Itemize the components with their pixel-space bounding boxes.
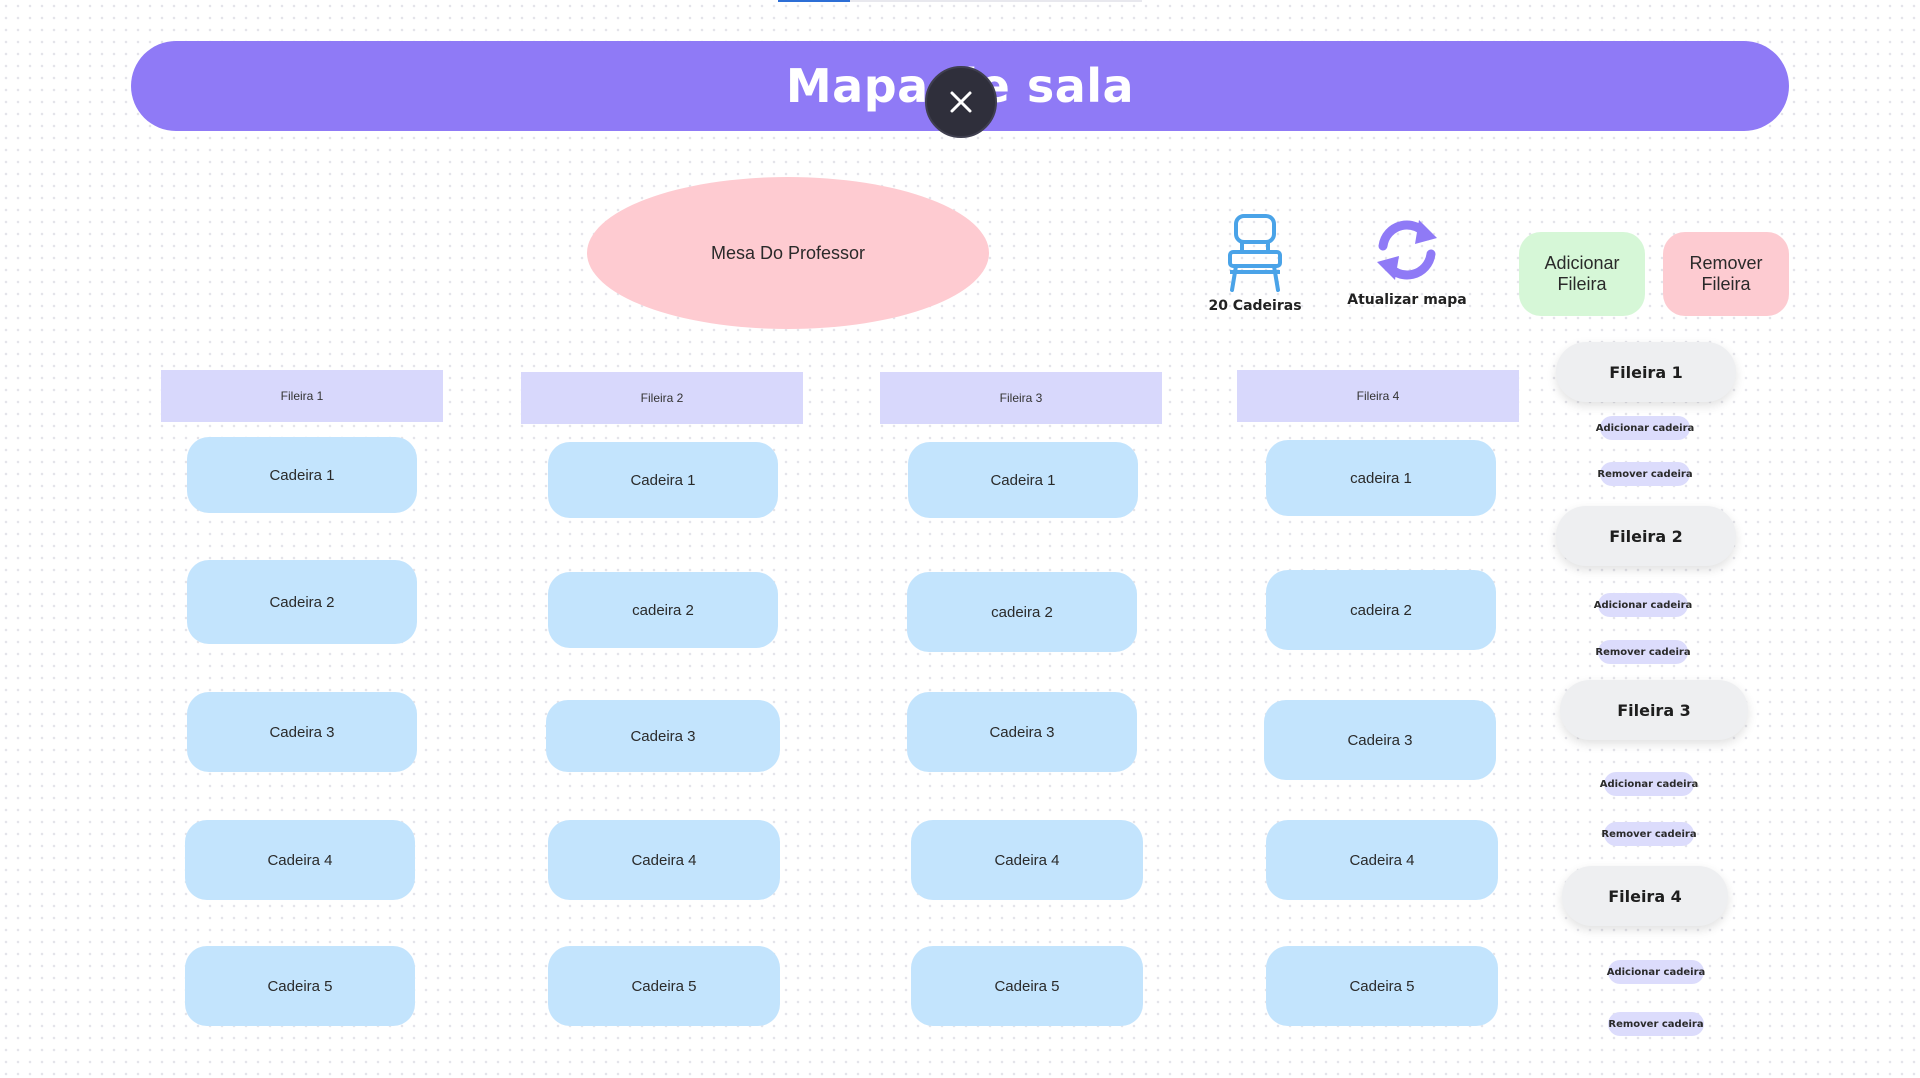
close-button[interactable] xyxy=(925,66,997,138)
chair-label: Cadeira 4 xyxy=(994,851,1060,869)
chair-r2-c3[interactable]: Cadeira 3 xyxy=(546,700,780,772)
chair-label: Cadeira 4 xyxy=(267,851,333,869)
refresh-icon xyxy=(1377,220,1437,280)
refresh-map-button[interactable]: Atualizar mapa xyxy=(1345,212,1469,308)
side-row-title: Fileira 1 xyxy=(1609,362,1683,382)
chair-r3-c2[interactable]: cadeira 2 xyxy=(907,572,1137,652)
teacher-desk-label: Mesa Do Professor xyxy=(710,242,866,263)
chair-label: cadeira 1 xyxy=(1350,469,1412,487)
add-row-button[interactable]: Adicionar Fileira xyxy=(1519,232,1645,316)
side-row-title: Fileira 2 xyxy=(1609,526,1683,546)
chair-label: Cadeira 3 xyxy=(269,723,335,741)
remove-chair-button-2[interactable]: Remover cadeira xyxy=(1595,640,1691,664)
add-chair-label: Adicionar cadeira xyxy=(1593,599,1693,611)
chair-r1-c2[interactable]: Cadeira 2 xyxy=(187,560,417,644)
teacher-desk[interactable]: Mesa Do Professor xyxy=(587,177,989,329)
remove-chair-label: Remover cadeira xyxy=(1608,1018,1704,1030)
remove-chair-button-1[interactable]: Remover cadeira xyxy=(1597,462,1693,486)
refresh-map-label: Atualizar mapa xyxy=(1347,292,1467,308)
top-progress-indicator xyxy=(778,0,1142,2)
row-header-1: Fileira 1 xyxy=(161,370,443,422)
row-title: Fileira 4 xyxy=(1356,389,1400,403)
chair-label: Cadeira 2 xyxy=(269,593,335,611)
row-title: Fileira 3 xyxy=(999,391,1043,405)
chair-label: Cadeira 5 xyxy=(267,977,333,995)
chair-r1-c1[interactable]: Cadeira 1 xyxy=(187,437,417,513)
side-row-pill-1[interactable]: Fileira 1 xyxy=(1556,342,1736,402)
chair-counter: 20 Cadeiras xyxy=(1205,212,1305,314)
side-row-pill-3[interactable]: Fileira 3 xyxy=(1560,680,1748,740)
chair-label: Cadeira 1 xyxy=(269,466,335,484)
add-chair-button-3[interactable]: Adicionar cadeira xyxy=(1600,772,1698,796)
chair-label: Cadeira 3 xyxy=(630,727,696,745)
row-header-3: Fileira 3 xyxy=(880,372,1162,424)
chair-r2-c4[interactable]: Cadeira 4 xyxy=(548,820,780,900)
chair-icon xyxy=(1228,214,1282,292)
add-chair-label: Adicionar cadeira xyxy=(1595,422,1695,434)
add-row-label: Adicionar Fileira xyxy=(1544,253,1620,294)
remove-chair-button-4[interactable]: Remover cadeira xyxy=(1608,1012,1704,1036)
remove-chair-label: Remover cadeira xyxy=(1597,468,1693,480)
remove-chair-label: Remover cadeira xyxy=(1595,646,1691,658)
chair-r4-c2[interactable]: cadeira 2 xyxy=(1266,570,1496,650)
add-chair-button-4[interactable]: Adicionar cadeira xyxy=(1606,960,1706,984)
add-chair-button-1[interactable]: Adicionar cadeira xyxy=(1596,416,1694,440)
chair-label: Cadeira 3 xyxy=(1347,731,1413,749)
row-title: Fileira 2 xyxy=(640,391,684,405)
add-chair-button-2[interactable]: Adicionar cadeira xyxy=(1594,593,1692,617)
chair-r3-c3[interactable]: Cadeira 3 xyxy=(907,692,1137,772)
chair-r2-c2[interactable]: cadeira 2 xyxy=(548,572,778,648)
chair-label: Cadeira 3 xyxy=(989,723,1055,741)
chair-label: cadeira 2 xyxy=(632,601,694,619)
row-header-2: Fileira 2 xyxy=(521,372,803,424)
chair-label: Cadeira 5 xyxy=(994,977,1060,995)
chair-r1-c4[interactable]: Cadeira 4 xyxy=(185,820,415,900)
side-row-title: Fileira 3 xyxy=(1617,700,1691,720)
chair-label: cadeira 2 xyxy=(1350,601,1412,619)
chair-label: Cadeira 1 xyxy=(990,471,1056,489)
chair-count-label: 20 Cadeiras xyxy=(1208,298,1302,314)
add-chair-label: Adicionar cadeira xyxy=(1606,966,1706,978)
chair-label: cadeira 2 xyxy=(991,603,1053,621)
chair-label: Cadeira 5 xyxy=(1349,977,1415,995)
chair-r4-c5[interactable]: Cadeira 5 xyxy=(1266,946,1498,1026)
chair-r3-c1[interactable]: Cadeira 1 xyxy=(908,442,1138,518)
row-title: Fileira 1 xyxy=(280,389,324,403)
remove-chair-label: Remover cadeira xyxy=(1601,828,1697,840)
remove-row-button[interactable]: Remover Fileira xyxy=(1663,232,1789,316)
remove-row-label: Remover Fileira xyxy=(1689,253,1763,294)
top-progress-active xyxy=(778,0,850,2)
chair-r2-c5[interactable]: Cadeira 5 xyxy=(548,946,780,1026)
side-row-pill-2[interactable]: Fileira 2 xyxy=(1556,506,1736,566)
side-row-pill-4[interactable]: Fileira 4 xyxy=(1562,866,1728,926)
chair-r2-c1[interactable]: Cadeira 1 xyxy=(548,442,778,518)
chair-r4-c4[interactable]: Cadeira 4 xyxy=(1266,820,1498,900)
chair-r4-c3[interactable]: Cadeira 3 xyxy=(1264,700,1496,780)
chair-label: Cadeira 4 xyxy=(631,851,697,869)
chair-r1-c3[interactable]: Cadeira 3 xyxy=(187,692,417,772)
chair-r1-c5[interactable]: Cadeira 5 xyxy=(185,946,415,1026)
add-chair-label: Adicionar cadeira xyxy=(1599,778,1699,790)
row-header-4: Fileira 4 xyxy=(1237,370,1519,422)
chair-r3-c5[interactable]: Cadeira 5 xyxy=(911,946,1143,1026)
chair-r4-c1[interactable]: cadeira 1 xyxy=(1266,440,1496,516)
chair-label: Cadeira 4 xyxy=(1349,851,1415,869)
side-row-title: Fileira 4 xyxy=(1608,886,1682,906)
chair-r3-c4[interactable]: Cadeira 4 xyxy=(911,820,1143,900)
close-icon xyxy=(950,91,972,113)
chair-label: Cadeira 1 xyxy=(630,471,696,489)
chair-label: Cadeira 5 xyxy=(631,977,697,995)
remove-chair-button-3[interactable]: Remover cadeira xyxy=(1601,822,1697,846)
